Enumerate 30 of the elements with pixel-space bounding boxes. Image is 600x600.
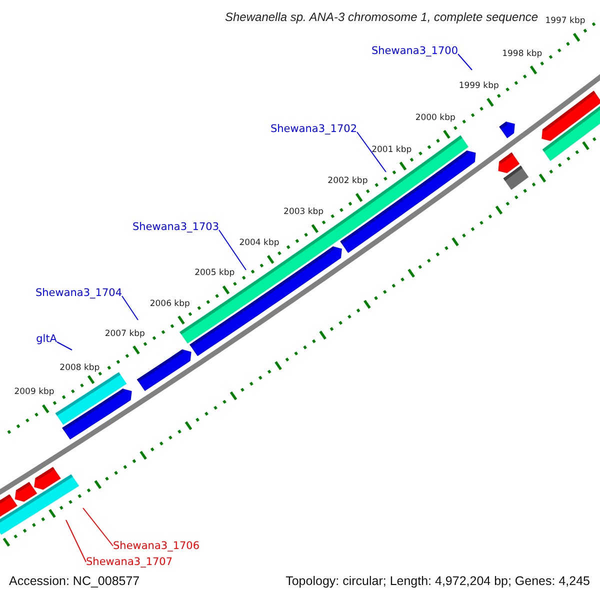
scale-label: 1998 kbp (502, 48, 542, 59)
gene-label: Shewana3_1706 (113, 540, 200, 552)
gene-label: Shewana3_1703 (132, 221, 219, 233)
scale-label: 2001 kbp (372, 144, 412, 155)
scale-label: 2008 kbp (60, 363, 100, 374)
leader-line (66, 520, 86, 562)
leader-line (82, 508, 114, 546)
scale-label: 1999 kbp (458, 80, 499, 91)
scale-label: 1997 kbp (545, 16, 586, 26)
title: Shewanella sp. ANA-3 chromosome 1, complete sequence (225, 10, 538, 24)
scale-label: 2004 kbp (239, 238, 280, 248)
scale-label: 2002 kbp (328, 176, 368, 186)
scale-label: 2003 kbp (284, 207, 324, 218)
scale-label: 2006 kbp (150, 298, 190, 309)
scale-label: 2000 kbp (415, 112, 456, 123)
scale-label: 2009 kbp (14, 387, 54, 398)
gene-label: Shewana3_1700 (371, 45, 458, 57)
gene-label: gltA (36, 333, 57, 345)
accession-text: Accession: NC_008577 (9, 574, 140, 588)
leader-line (56, 342, 72, 350)
leader-line (356, 132, 386, 172)
genome-summary-text: Topology: circular; Length: 4,972,204 bp; Genes: 4,245 (286, 574, 590, 588)
leader-line (122, 296, 138, 320)
gene-label: Shewana3_1707 (86, 556, 173, 568)
scale-label: 2007 kbp (104, 328, 145, 339)
leader-line (218, 230, 246, 270)
gene-label: Shewana3_1702 (270, 123, 357, 135)
gene-label: Shewana3_1704 (35, 287, 122, 299)
scale-label: 2005 kbp (194, 268, 235, 278)
leader-line (458, 54, 472, 70)
